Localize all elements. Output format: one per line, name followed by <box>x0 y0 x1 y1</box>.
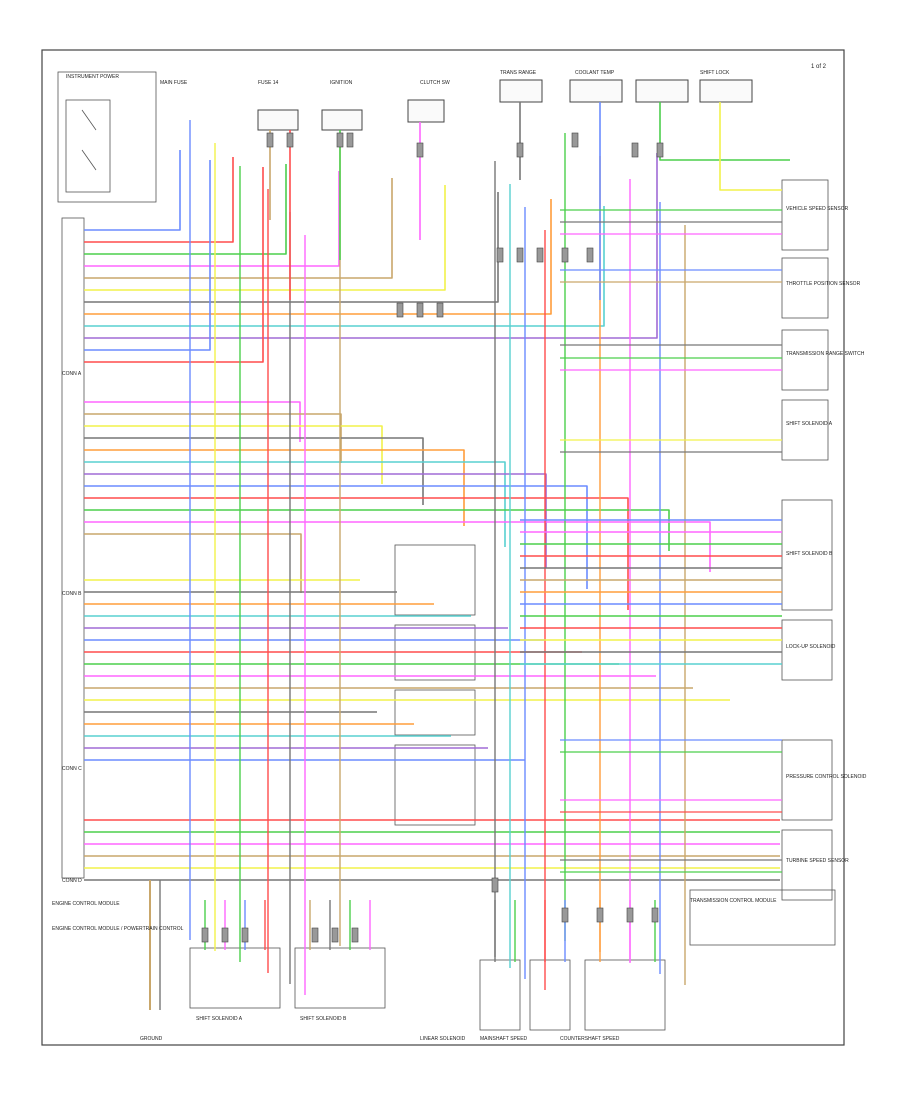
wire-9 <box>84 153 658 339</box>
wire-68 <box>659 102 790 161</box>
connector-12 <box>561 247 569 263</box>
connector-15 <box>416 302 424 318</box>
connector-22 <box>201 927 209 943</box>
wire-1 <box>84 157 234 243</box>
wire-6 <box>84 192 499 303</box>
wire-5 <box>84 185 446 291</box>
label-conn-c: CONN C <box>62 766 82 772</box>
wire-14 <box>84 425 383 484</box>
connector-16 <box>436 302 444 318</box>
label-ssa: SHIFT SOLENOID A <box>786 421 833 427</box>
label-coolant-temp: COOLANT TEMP <box>575 70 615 76</box>
label-ignition: IGNITION <box>330 80 353 86</box>
label-conn-b: CONN B <box>62 591 82 597</box>
label-ecm: ENGINE CONTROL MODULE <box>52 901 120 907</box>
diagram-frame <box>41 49 845 1046</box>
label-bottom-ssa: SHIFT SOLENOID A <box>196 1016 243 1022</box>
connector-23 <box>221 927 229 943</box>
connector-6 <box>571 132 579 148</box>
connector-7 <box>631 142 639 158</box>
label-conn-d: CONN D <box>62 878 82 884</box>
connector-4 <box>416 142 424 158</box>
wire-11 <box>84 167 264 363</box>
wire-3 <box>84 171 340 267</box>
wire-69 <box>719 102 782 191</box>
right-components <box>781 179 833 901</box>
connector-0 <box>266 132 274 148</box>
wire-harness <box>84 102 790 1010</box>
wire-17 <box>84 461 506 547</box>
wire-22 <box>84 521 711 572</box>
label-tss: TURBINE SPEED SENSOR <box>786 858 849 864</box>
label-tps: THROTTLE POSITION SENSOR <box>786 281 861 287</box>
label-clutch-sw: CLUTCH SW <box>420 80 450 86</box>
wire-20 <box>84 497 629 610</box>
connector-19 <box>596 907 604 923</box>
label-fuse-14: FUSE 14 <box>258 80 279 86</box>
label-conn-a: CONN A <box>62 371 82 377</box>
wire-16 <box>84 449 465 526</box>
wire-12 <box>84 401 301 442</box>
wire-connectors <box>201 132 664 943</box>
label-pcs: PRESSURE CONTROL SOLENOID <box>786 774 867 780</box>
connector-26 <box>331 927 339 943</box>
top-connector-blocks <box>257 79 753 131</box>
connector-2 <box>336 132 344 148</box>
connector-3 <box>346 132 354 148</box>
connector-10 <box>516 247 524 263</box>
page-code: 1 of 2 <box>811 64 827 70</box>
wire-0 <box>84 150 181 231</box>
wire-18 <box>84 473 547 568</box>
label-bottom-ssb: SHIFT SOLENOID B <box>300 1016 347 1022</box>
label-lockup: LOCK-UP SOLENOID <box>786 644 836 650</box>
connector-21 <box>651 907 659 923</box>
connector-9 <box>496 247 504 263</box>
connector-18 <box>561 907 569 923</box>
label-instrument-power: INSTRUMENT POWER <box>66 74 119 80</box>
wire-15 <box>84 437 424 505</box>
wire-19 <box>84 485 588 589</box>
label-vss: VEHICLE SPEED SENSOR <box>786 206 849 212</box>
connector-8 <box>656 142 664 158</box>
middle-components <box>394 544 476 826</box>
wire-13 <box>84 413 342 463</box>
label-ssb: SHIFT SOLENOID B <box>786 551 833 557</box>
wire-21 <box>84 509 670 551</box>
connector-17 <box>491 877 499 893</box>
connector-20 <box>626 907 634 923</box>
connector-11 <box>536 247 544 263</box>
label-bottom-ground: GROUND <box>140 1036 163 1042</box>
connector-25 <box>311 927 319 943</box>
wire-4 <box>84 178 393 279</box>
connector-27 <box>351 927 359 943</box>
label-shift-lock: SHIFT LOCK <box>700 70 730 76</box>
connector-24 <box>241 927 249 943</box>
wire-8 <box>84 206 605 327</box>
label-bottom-countershaft: COUNTERSHAFT SPEED <box>560 1036 620 1042</box>
bottom-solenoid-packs <box>189 889 836 1031</box>
connector-5 <box>516 142 524 158</box>
ecm-connector-strip <box>61 217 85 879</box>
label-tcm: TRANSMISSION CONTROL MODULE <box>690 898 777 904</box>
label-bottom-linear: LINEAR SOLENOID <box>420 1036 466 1042</box>
wire-10 <box>84 160 211 351</box>
connector-14 <box>396 302 404 318</box>
wire-23 <box>84 533 302 593</box>
wire-7 <box>84 199 552 315</box>
label-bottom-note: ENGINE CONTROL MODULE / POWERTRAIN CONTR… <box>52 926 184 932</box>
label-bottom-mainshaft: MAINSHAFT SPEED <box>480 1036 528 1042</box>
connector-1 <box>286 132 294 148</box>
label-trans-range: TRANS RANGE <box>500 70 537 76</box>
labels: 1 of 2 INSTRUMENT POWER MAIN FUSE FUSE 1… <box>52 64 867 1042</box>
connector-13 <box>586 247 594 263</box>
label-trs: TRANSMISSION RANGE SWITCH <box>786 351 865 357</box>
power-box <box>57 71 157 203</box>
label-main-fuse: MAIN FUSE <box>160 80 188 86</box>
relay-symbol <box>65 99 111 193</box>
wire-2 <box>84 164 287 255</box>
